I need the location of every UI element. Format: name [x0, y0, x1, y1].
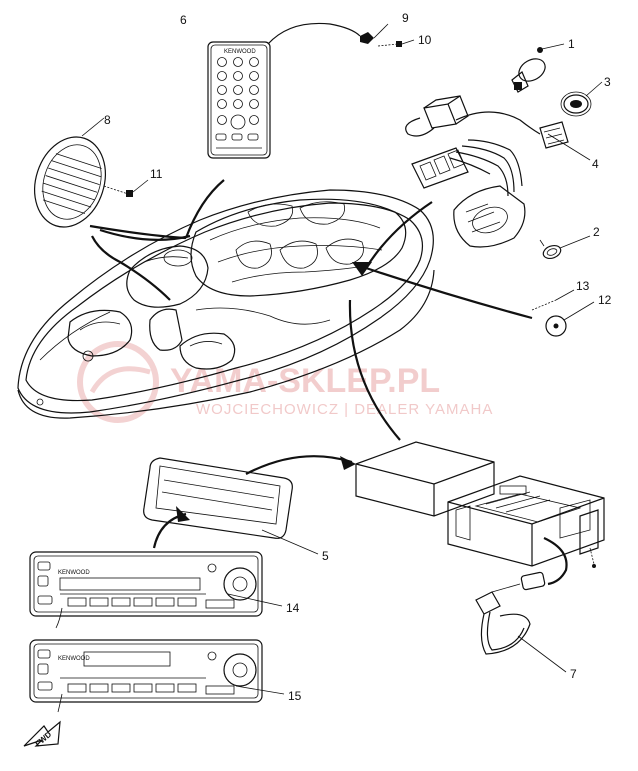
mounting-sleeve: [355, 441, 495, 517]
part-12-cap: [545, 301, 595, 337]
part-4-wire-harness: [405, 95, 591, 248]
callout-9: 9: [402, 11, 409, 25]
watermark-sub-text: WOJCIECHOWICZ | DEALER YAMAHA: [196, 401, 493, 418]
part-6-lanyard: [267, 22, 361, 45]
remote-buttons: [215, 57, 259, 141]
callout-14: 14: [286, 601, 300, 615]
part-2-clamp: [539, 235, 591, 260]
part-5-faceplate: [143, 457, 319, 555]
part-1-socket: [511, 43, 565, 93]
part-9-nut: [360, 23, 389, 44]
part-8-speaker: [34, 117, 106, 228]
stereo-leader: [55, 607, 63, 629]
leader-lines: [89, 179, 533, 441]
callout-3: 3: [604, 75, 611, 89]
jet-boat-hull: [17, 189, 435, 419]
stereo-15-preset-buttons: [67, 683, 197, 693]
callout-13: 13: [576, 279, 590, 293]
part-13-screw: [531, 289, 575, 311]
callout-1: 1: [568, 37, 575, 51]
watermark-main-text: YAMA-SKLEP.PL: [170, 362, 440, 400]
stereo-14-preset-buttons: [67, 597, 197, 607]
part-15-stereo: KENWOOD: [29, 639, 285, 703]
stereo-15-brand: KENWOOD: [58, 656, 90, 662]
remote-brand-label: KENWOOD: [224, 49, 256, 55]
callout-10: 10: [418, 33, 432, 47]
assembly-arrow: [245, 455, 353, 475]
head-unit-chassis: [447, 475, 605, 586]
part-11-screw: [103, 179, 149, 197]
watermark-logo: [77, 341, 159, 423]
callout-11: 11: [150, 167, 163, 181]
part-10-screw: [377, 39, 415, 47]
stereo-leader-2: [57, 693, 63, 713]
callout-6: 6: [180, 13, 187, 27]
watermark-logo-swoosh: [89, 366, 151, 394]
part-6-remote-control: KENWOOD: [207, 41, 271, 159]
callout-8: 8: [104, 113, 111, 127]
fwd-arrow-icon: FWD: [23, 720, 61, 748]
callout-12: 12: [598, 293, 612, 307]
part-14-stereo: KENWOOD: [29, 551, 283, 617]
part-3-grommet: [560, 81, 603, 117]
stereo-14-brand: KENWOOD: [58, 570, 90, 576]
callout-4: 4: [592, 157, 599, 171]
callout-2: 2: [593, 225, 600, 239]
callout-15: 15: [288, 689, 302, 703]
callout-7: 7: [570, 667, 577, 681]
part-7-antenna-adapter: [475, 571, 567, 673]
callout-numbers: 1 2 3 4 5 6 7 8 9 10 11 12 13 14 15: [104, 11, 612, 703]
callout-5: 5: [322, 549, 329, 563]
watermark: YAMA-SKLEP.PL WOJCIECHOWICZ | DEALER YAM…: [77, 341, 493, 423]
